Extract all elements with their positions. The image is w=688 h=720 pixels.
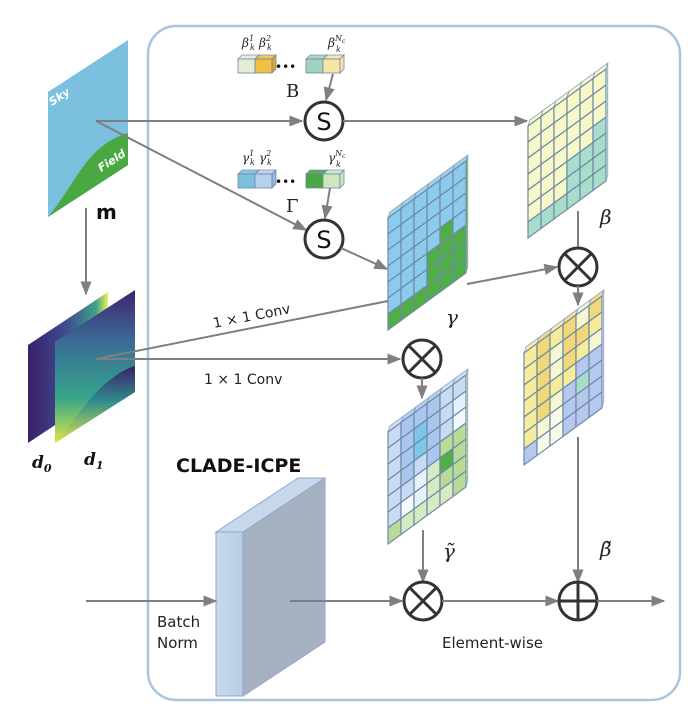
svg-text:S: S bbox=[316, 108, 331, 136]
arrow-beta-set-to-select bbox=[323, 73, 335, 102]
diagram-title: CLADE-ICPE bbox=[176, 455, 301, 477]
clade-icpe-container bbox=[146, 24, 682, 702]
add-operator bbox=[557, 580, 599, 622]
m-label: m bbox=[96, 200, 117, 224]
select-beta-operator: S bbox=[303, 100, 345, 142]
gamma-tilde-label: γ̃ bbox=[443, 539, 455, 563]
grid-side-face bbox=[605, 62, 609, 182]
distance-maps: d0 d1 bbox=[28, 290, 135, 475]
beta-label: β bbox=[599, 205, 612, 229]
select-gamma-operator: S bbox=[303, 218, 345, 260]
arrow-select-to-gamma-map bbox=[340, 247, 389, 270]
gamma-map bbox=[387, 153, 469, 332]
grid-side-face bbox=[465, 368, 469, 488]
conv-bottom-label: 1 × 1 Conv bbox=[204, 372, 282, 388]
gamma-ellipsis: ••• bbox=[275, 175, 296, 189]
beta-tilde-map bbox=[523, 288, 605, 467]
arrow-gamma-set-to-select bbox=[321, 187, 333, 220]
arrow-gamma-to-beta-multiply bbox=[466, 263, 559, 285]
element-wise-label: Element-wise bbox=[442, 634, 543, 652]
multiply-gamma-operator bbox=[401, 338, 443, 380]
grid-side-face bbox=[465, 154, 469, 274]
conv-line-to-gamma bbox=[95, 300, 389, 360]
semantic-map-m: Sky Field m bbox=[47, 40, 128, 224]
d0-label: d0 bbox=[32, 453, 52, 475]
gamma-tilde-map bbox=[387, 367, 469, 546]
svg-text:S: S bbox=[316, 226, 331, 254]
grid-side-face bbox=[601, 289, 605, 409]
multiply-normalized-operator bbox=[402, 580, 444, 622]
gamma-set-symbol: Γ bbox=[286, 196, 299, 217]
arrow-m-to-select-gamma bbox=[95, 120, 308, 231]
batch-norm-label: Batch Norm bbox=[157, 613, 205, 652]
batch-norm-block bbox=[214, 477, 327, 697]
beta-map bbox=[527, 61, 609, 240]
beta-set-symbol: B bbox=[286, 81, 299, 102]
beta-tilde-label: β̃ bbox=[599, 537, 612, 561]
gamma-label: γ bbox=[446, 305, 458, 329]
multiply-beta-operator bbox=[557, 246, 599, 288]
d1-label: d1 bbox=[84, 450, 104, 472]
beta-ellipsis: ••• bbox=[275, 60, 296, 74]
